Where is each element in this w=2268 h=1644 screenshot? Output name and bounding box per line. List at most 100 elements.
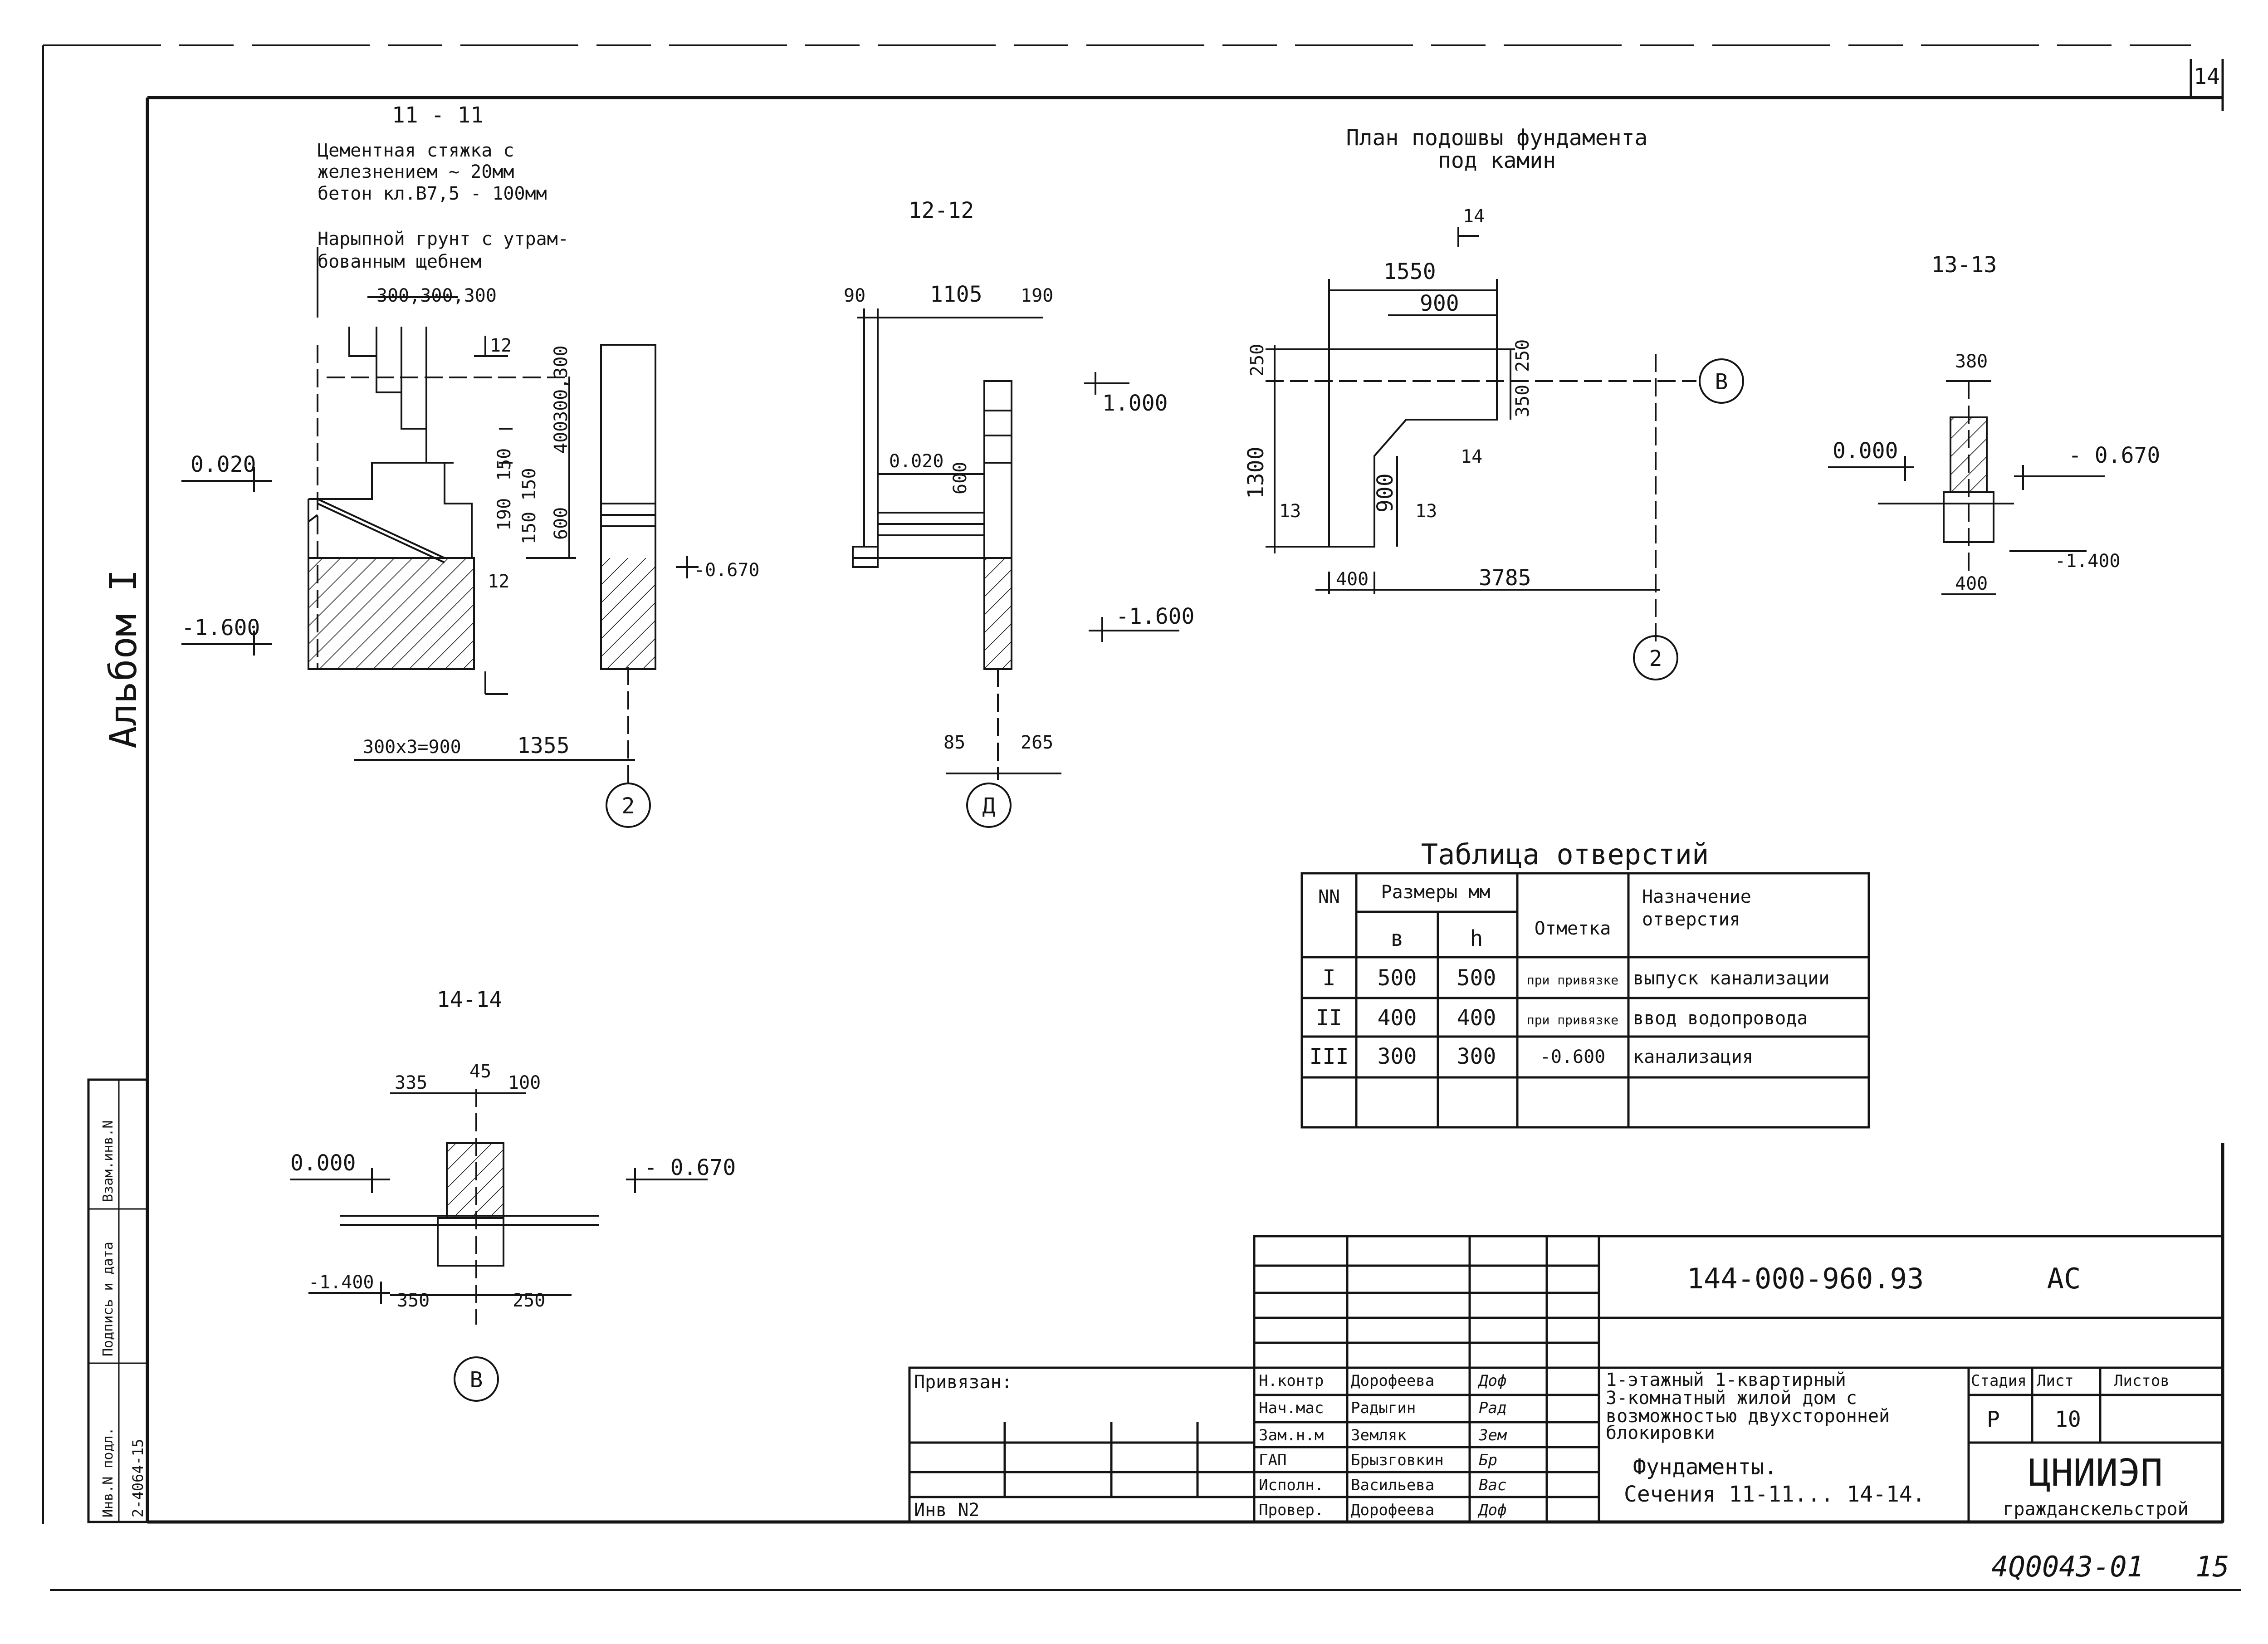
section-11-labels: 11 - 11 Цементная стяжка с железнением ~… xyxy=(181,103,760,819)
table-row-2-b: 400 xyxy=(1378,1005,1417,1031)
col-h: h xyxy=(1470,926,1483,951)
side-stamp-text: Инв.N подл. Подпись и дата Взам.инв.N 2-… xyxy=(100,569,147,1517)
dim-150: 150 xyxy=(494,448,515,481)
dim-190: 190 xyxy=(494,498,515,531)
section-11-note2: Нарыпной грунт с утрам- xyxy=(318,229,569,250)
title-block xyxy=(908,1235,2224,1523)
sheet-label: Лист xyxy=(2037,1372,2074,1390)
level-minus-1400-13: -1.400 xyxy=(2055,551,2121,572)
col-purpose: Назначение xyxy=(1642,886,1751,907)
plan-title-line2: под камин xyxy=(1438,148,1556,173)
role-6: Провер. xyxy=(1259,1501,1324,1519)
name-3: Земляк xyxy=(1351,1426,1407,1444)
signature-4: Бр xyxy=(1479,1451,1497,1469)
dim-300x3: 300x3=900 xyxy=(363,737,461,758)
dim-90: 90 xyxy=(844,285,865,306)
dim-900-side: 900 xyxy=(1373,473,1398,513)
axis-2-bubble: 2 xyxy=(622,793,635,819)
dim-3785: 3785 xyxy=(1479,565,1531,591)
dim-380: 380 xyxy=(1955,351,1988,372)
axis-b-bubble: В xyxy=(1715,369,1728,395)
dim-150-150: 150 150 xyxy=(519,468,540,544)
sheet-title: Фундаменты. xyxy=(1633,1454,1777,1480)
table-row-2-purpose: ввод водопровода xyxy=(1633,1008,1808,1029)
table-row-3-b: 300 xyxy=(1378,1044,1417,1069)
cut-mark-13-left: 13 xyxy=(1279,501,1301,522)
sheet-numbers: 14 4Q0043-01 15 xyxy=(1991,64,2229,1583)
level-0000-13: 0.000 xyxy=(1833,438,1898,464)
dim-600-12: 600 xyxy=(950,462,971,494)
project-name: 1-этажный 1-квартирный xyxy=(1606,1370,1846,1390)
plan-title: План подошвы фундамента xyxy=(1346,125,1648,151)
section-11-note1: Цементная стяжка с xyxy=(318,140,514,161)
dim-steps: 300,300,300 xyxy=(376,285,497,306)
table-row-3-nn: III xyxy=(1310,1044,1349,1069)
level-minus-0670: -0.670 xyxy=(694,560,760,581)
table-row-1-purpose: выпуск канализации xyxy=(1633,968,1829,989)
side-sign-label: Подпись и дата xyxy=(100,1242,116,1356)
stage-label: Стадия xyxy=(1971,1372,2027,1390)
axis-b-14-bubble: В xyxy=(470,1367,483,1393)
section-13-13 xyxy=(1828,380,2105,595)
name-1: Дорофеева xyxy=(1351,1372,1434,1390)
sheet-title-line2: Сечения 11-11... 14-14. xyxy=(1624,1482,1926,1507)
cut-mark-13-right: 13 xyxy=(1415,501,1437,522)
section-12-title: 12-12 xyxy=(909,198,974,223)
signature-5: Вас xyxy=(1479,1476,1506,1494)
dim-265: 265 xyxy=(1021,732,1053,753)
axis-2-plan-bubble: 2 xyxy=(1649,646,1662,671)
table-row-3-h: 300 xyxy=(1457,1044,1496,1069)
dim-250-14: 250 xyxy=(513,1290,545,1311)
section-12-labels: 12-12 90 1105 190 1.000 0.020 600 -1.600… xyxy=(844,198,1194,819)
dim-400-13: 400 xyxy=(1955,573,1988,594)
col-purpose-line2: отверстия xyxy=(1642,909,1740,930)
section-11-note1-line3: бетон кл.В7,5 - 100мм xyxy=(318,183,547,204)
table-row-1-mark: при привязке xyxy=(1527,973,1618,988)
dim-400: 400 xyxy=(551,421,572,454)
dim-350: 350 xyxy=(1512,385,1533,417)
section-13-title: 13-13 xyxy=(1931,252,1997,278)
dim-600: 600 xyxy=(551,507,572,540)
document-mark: АС xyxy=(2047,1262,2081,1295)
name-6: Дорофеева xyxy=(1351,1501,1434,1519)
dim-1300: 1300 xyxy=(1243,446,1269,499)
table-row-2-mark: при привязке xyxy=(1527,1013,1618,1028)
dim-250-right: 250 xyxy=(1512,339,1533,372)
section-13-labels: 13-13 380 0.000 - 0.670 -1.400 400 xyxy=(1833,252,2160,594)
dim-1550: 1550 xyxy=(1383,259,1436,284)
dim-1105: 1105 xyxy=(930,282,982,307)
project-name-line2: 3-комнатный жилой дом с xyxy=(1606,1388,1857,1409)
role-2: Нач.мас xyxy=(1259,1399,1324,1417)
cut-mark-14: 14 xyxy=(1463,206,1485,227)
section-14-title: 14-14 xyxy=(437,987,503,1013)
album-label: Альбом I xyxy=(102,569,145,749)
dim-350-14: 350 xyxy=(397,1290,430,1311)
level-0000-14: 0.000 xyxy=(290,1150,356,1176)
title-block-text: 144-000-960.93 АС Привязан: Инв N2 Н.кон… xyxy=(914,1262,2189,1521)
level-0020-12: 0.020 xyxy=(889,451,943,472)
openings-table xyxy=(1300,872,1870,1129)
cut-mark-12-bottom: 12 xyxy=(488,571,509,592)
dim-400-plan: 400 xyxy=(1336,569,1369,590)
signature-6: Доф xyxy=(1477,1501,1506,1519)
section-11-title: 11 - 11 xyxy=(392,103,484,128)
section-14-labels: 14-14 335 45 100 0.000 - 0.670 -1.400 35… xyxy=(290,987,736,1393)
name-2: Радыгин xyxy=(1351,1399,1416,1417)
dim-190-12: 190 xyxy=(1021,285,1053,306)
section-14-14 xyxy=(290,1089,708,1402)
role-3: Зам.н.м xyxy=(1259,1426,1324,1444)
organization-name: ЦНИИЭП xyxy=(2028,1452,2163,1495)
openings-table-title: Таблица отверстий xyxy=(1421,838,1709,871)
col-nn: NN xyxy=(1318,886,1340,907)
stage-value: Р xyxy=(1987,1407,2000,1432)
side-vzam-label: Взам.инв.N xyxy=(100,1120,116,1202)
project-name-line3: возможностью двухсторонней xyxy=(1606,1406,1890,1427)
dim-45: 45 xyxy=(469,1061,491,1082)
dim-risers: 300,300 xyxy=(551,345,572,422)
col-b: в xyxy=(1391,926,1404,951)
dim-100: 100 xyxy=(508,1072,541,1093)
bottom-page-number: 15 xyxy=(2195,1550,2229,1583)
document-code: 144-000-960.93 xyxy=(1687,1262,1924,1295)
corner-sheet-number: 14 xyxy=(2194,64,2220,89)
